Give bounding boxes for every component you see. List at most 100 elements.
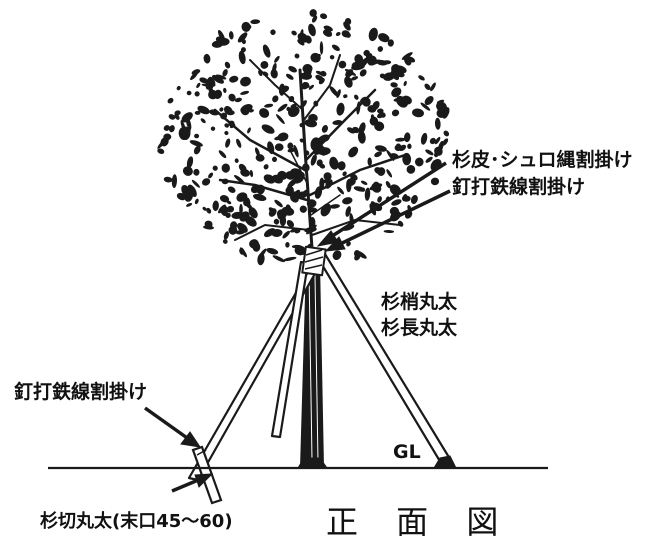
leader-arrows: [143, 161, 451, 493]
leaf: [360, 180, 368, 185]
leaf: [258, 248, 267, 259]
leaf: [317, 53, 321, 58]
leaf: [196, 82, 201, 89]
leaf: [434, 117, 441, 130]
leaf: [418, 75, 425, 81]
leaf: [288, 66, 297, 73]
leaf: [364, 187, 371, 201]
leaf: [297, 39, 305, 46]
leaf: [274, 55, 280, 63]
leaf: [197, 105, 210, 115]
leaf: [224, 130, 229, 136]
leaf: [356, 250, 367, 259]
leaf: [274, 143, 284, 152]
leaf: [404, 135, 409, 141]
leaf: [337, 161, 346, 171]
label-stake-binding: 釘打鉄線割掛け: [14, 381, 148, 403]
leaf: [346, 241, 351, 247]
leaf: [240, 90, 250, 95]
leaf: [240, 76, 251, 87]
leaf: [212, 200, 219, 212]
leaf: [311, 15, 318, 23]
leaf: [193, 168, 200, 176]
leaf: [350, 76, 359, 81]
leaf: [329, 204, 340, 209]
leaf: [203, 53, 211, 64]
leaf: [347, 127, 356, 134]
leaf: [434, 136, 441, 145]
leaf: [203, 225, 214, 230]
leaf: [344, 68, 357, 76]
leaf: [293, 144, 299, 158]
leaf: [216, 37, 230, 46]
leaf: [168, 114, 176, 120]
leaf: [247, 127, 251, 134]
leaf: [226, 205, 235, 213]
leaf: [231, 211, 244, 219]
leaf: [308, 23, 316, 37]
leaf: [386, 169, 393, 178]
leaf: [297, 32, 308, 43]
leaf: [202, 206, 207, 211]
leaf: [285, 186, 294, 195]
leaf: [368, 27, 378, 42]
leaf: [274, 135, 285, 141]
leaf: [234, 158, 239, 163]
leaf: [165, 135, 170, 141]
leaf: [337, 186, 345, 195]
leaf: [344, 18, 352, 26]
leaf: [343, 21, 351, 31]
leaf: [285, 242, 290, 248]
leaf: [208, 172, 214, 179]
leaf: [229, 75, 239, 83]
leaf: [359, 69, 367, 77]
leaf: [314, 115, 318, 121]
leaf: [285, 204, 292, 214]
leaf: [272, 63, 277, 73]
leaf: [224, 123, 229, 128]
leaf: [224, 61, 231, 69]
leaf: [319, 177, 325, 190]
leaf: [342, 197, 353, 205]
leaf: [182, 166, 193, 176]
leaf: [212, 165, 218, 171]
leaf: [219, 195, 230, 203]
leaf: [176, 85, 181, 91]
leaf: [429, 137, 436, 145]
leaf: [294, 53, 300, 59]
leaf: [240, 168, 250, 177]
leaf: [354, 94, 359, 100]
leaf: [274, 199, 283, 208]
leaf: [199, 77, 208, 84]
leaf: [377, 112, 385, 119]
leaf: [374, 145, 387, 152]
leaf: [425, 149, 434, 156]
leaf: [207, 77, 216, 87]
leaf: [329, 157, 339, 170]
leaf: [181, 112, 193, 123]
leaf: [369, 116, 379, 126]
leaf: [315, 74, 324, 81]
leaf: [341, 30, 350, 38]
leaf: [291, 30, 297, 36]
leaf: [259, 108, 270, 118]
leaf: [171, 174, 178, 188]
leaf: [226, 200, 232, 205]
leaf: [377, 108, 384, 114]
leaf: [263, 174, 276, 184]
leaf: [332, 250, 342, 261]
leaf: [320, 70, 327, 77]
leaf: [237, 32, 248, 43]
leaf: [374, 151, 382, 158]
leaf: [442, 138, 449, 146]
leaf: [385, 181, 391, 189]
leaf: [283, 256, 297, 262]
leaf: [287, 142, 294, 150]
leaf: [313, 144, 323, 155]
leaf: [401, 195, 411, 202]
leaf: [329, 54, 335, 60]
leaf: [271, 156, 278, 162]
leaf: [379, 73, 386, 79]
leaf: [200, 118, 206, 124]
leaf: [249, 169, 254, 178]
